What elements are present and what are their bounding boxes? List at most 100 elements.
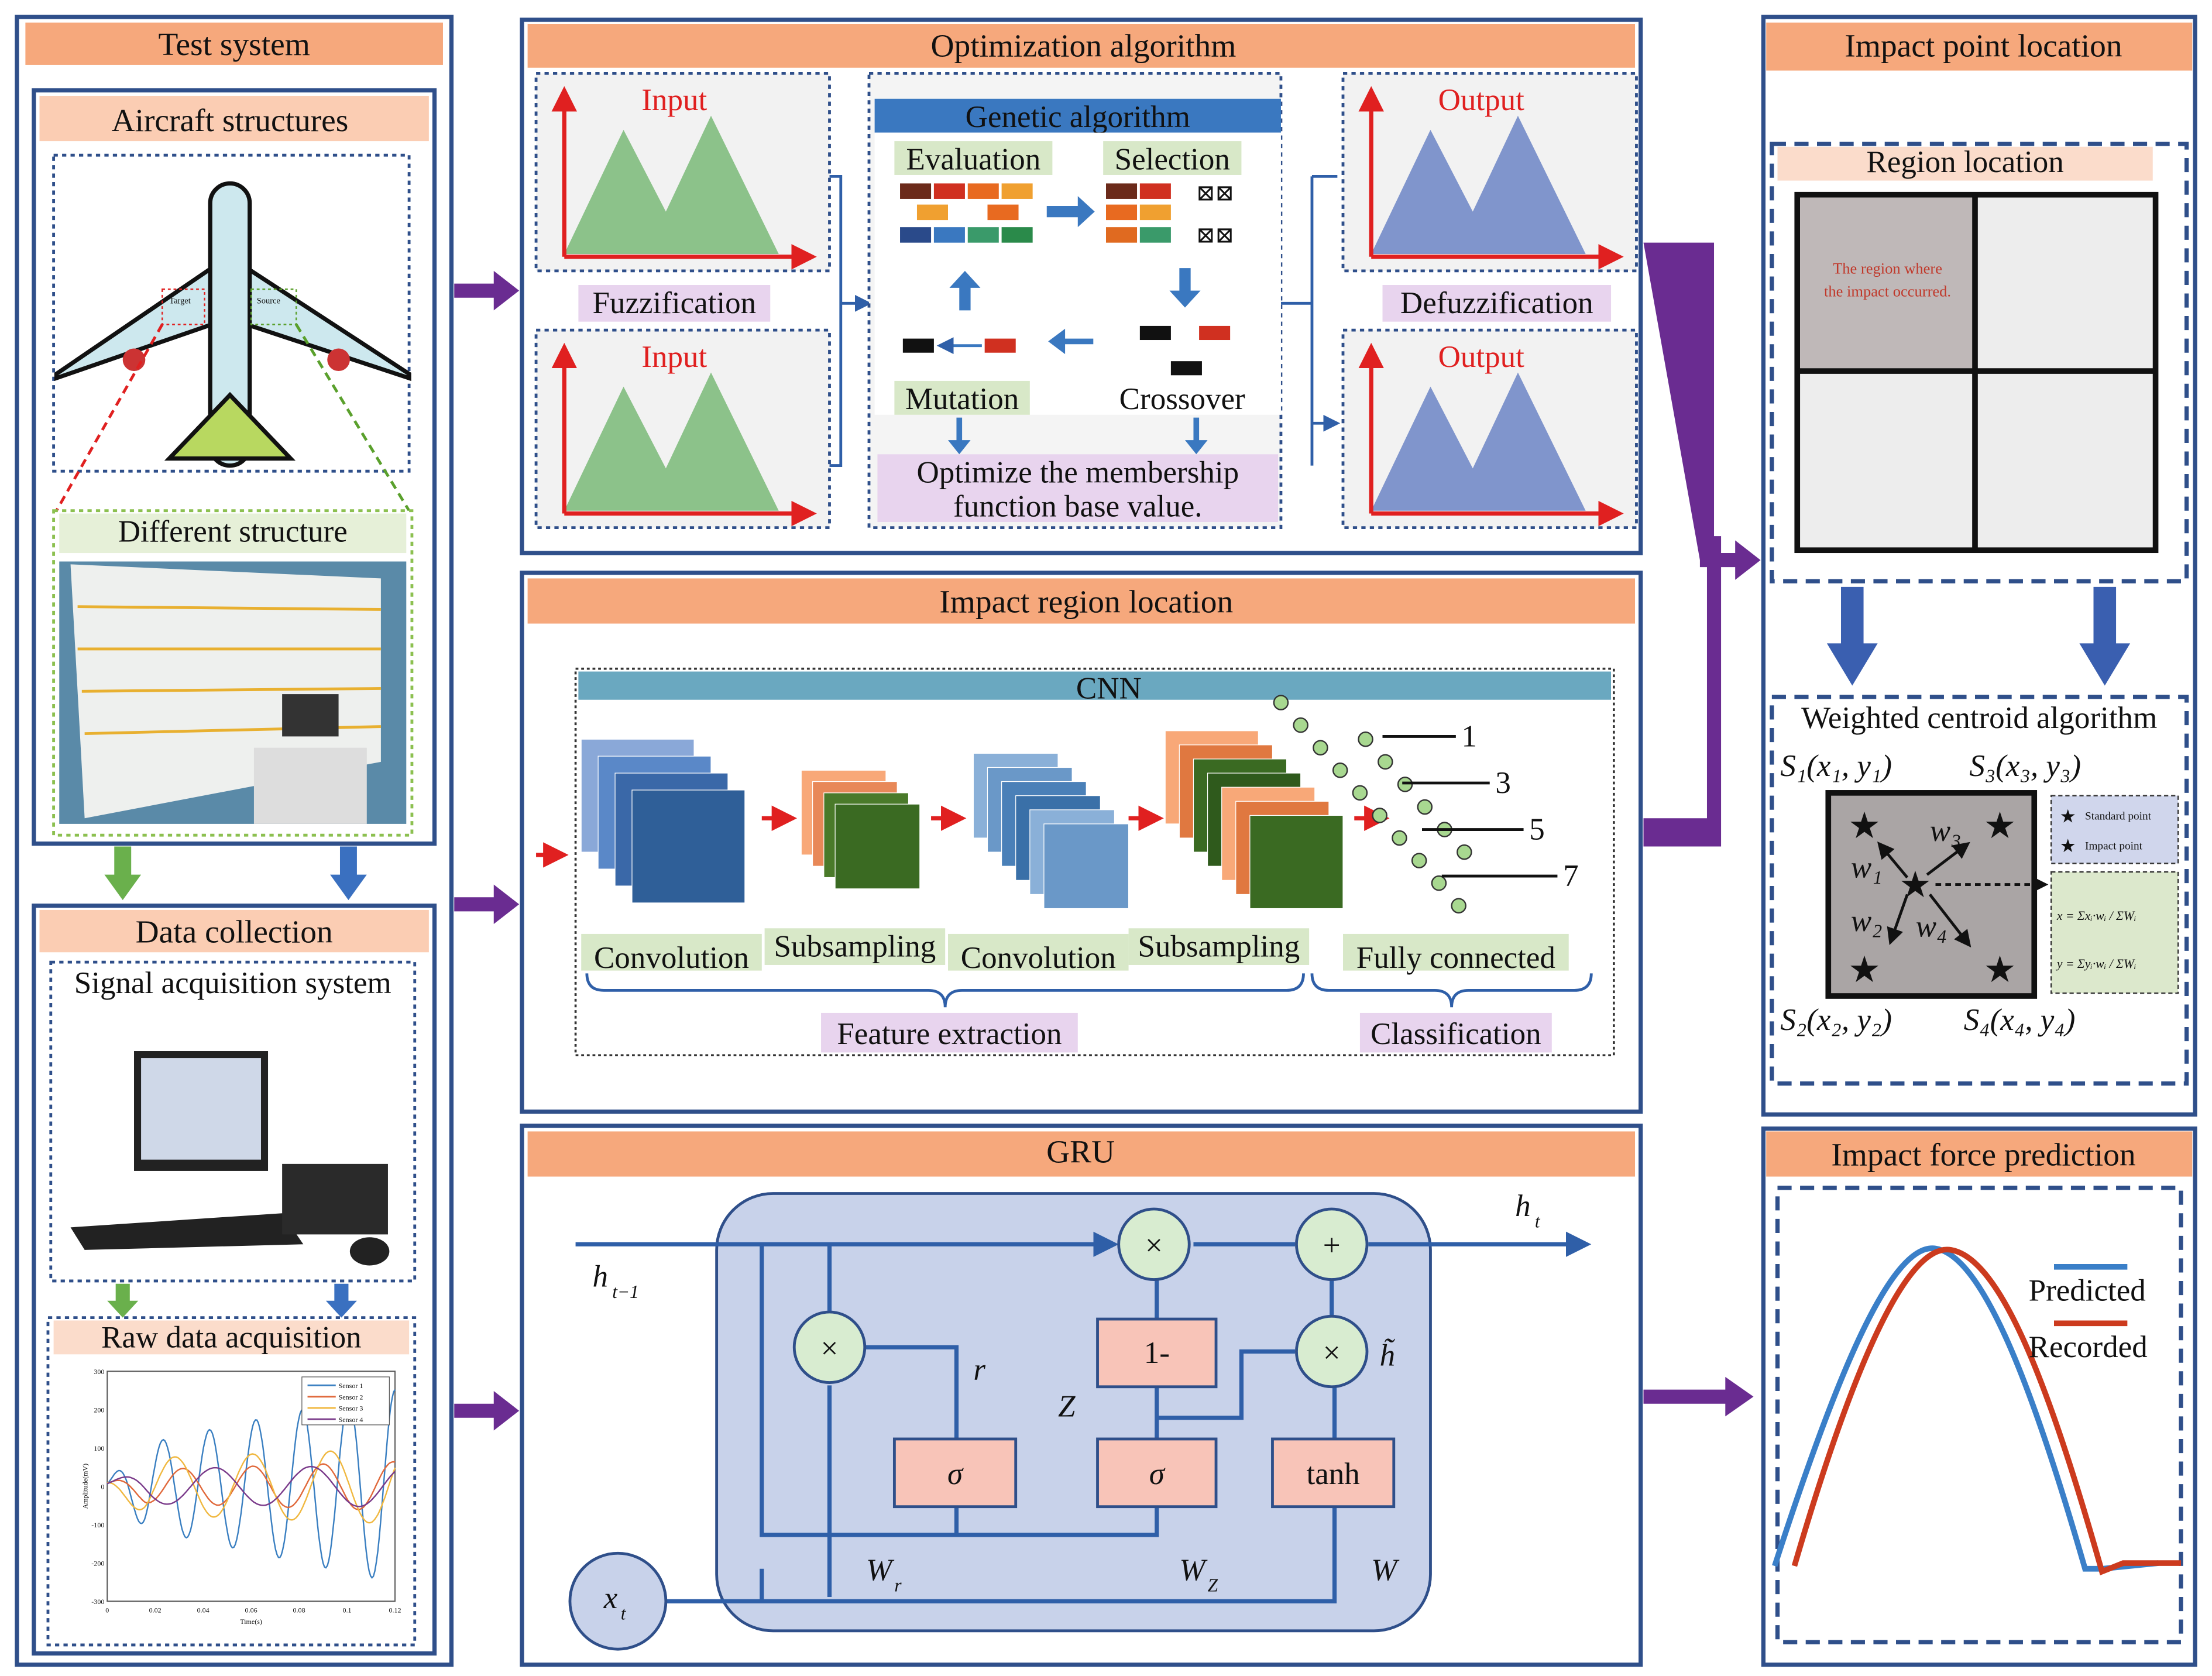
optimization-panel: Optimization algorithm InputInputOutputO…: [520, 18, 1643, 555]
r-t-label: r: [973, 1353, 985, 1387]
output-label: Output: [1438, 340, 1525, 374]
neuron: [1451, 898, 1466, 913]
cnn-layer-label: Fully connected: [1356, 941, 1555, 975]
input-label: Input: [641, 340, 707, 374]
tanh-block: tanh: [1306, 1457, 1359, 1491]
y-tick-label: -200: [91, 1560, 104, 1568]
output-label: Output: [1438, 83, 1525, 117]
defuzzification-label: Defuzzification: [1400, 286, 1593, 320]
x-tick-label: 0.04: [197, 1606, 209, 1614]
neuron: [1378, 754, 1393, 770]
membership-shape: [564, 372, 779, 511]
x-tick-label: 0.12: [389, 1606, 401, 1614]
impact-region-title: Impact region location: [939, 583, 1233, 619]
region-note-line2: the impact occurred.: [1824, 282, 1951, 300]
one-minus-block: 1-: [1144, 1336, 1170, 1370]
svg-text:★: ★: [1983, 805, 2016, 846]
z-t-label: Z: [1058, 1389, 1076, 1423]
membership-shape: [1371, 115, 1586, 254]
y-tick-label: 100: [94, 1444, 104, 1452]
legend-entry: Sensor 4: [339, 1416, 363, 1424]
cnn-layer-label: Subsampling: [1138, 930, 1300, 964]
multiply-op-reset: ×: [821, 1332, 839, 1366]
cnn-layer-label: Convolution: [594, 941, 749, 975]
w-z-label: W: [1179, 1553, 1208, 1587]
neuron: [1457, 844, 1472, 860]
legend-entry: Sensor 1: [339, 1382, 363, 1390]
svg-text:★: ★: [2060, 806, 2076, 826]
reset-gate-sigma: σ: [947, 1457, 964, 1491]
svg-text:★: ★: [1983, 949, 2016, 990]
update-gate-sigma: σ: [1149, 1457, 1166, 1491]
y-tick-label: -100: [91, 1521, 104, 1529]
y-tick-label: 300: [94, 1368, 104, 1376]
x-tick-label: 0.02: [149, 1606, 162, 1614]
multiply-op-top: ×: [1145, 1229, 1163, 1263]
sensor-series-line: [107, 1466, 396, 1507]
impact-point-title: Impact point location: [1845, 28, 2122, 63]
w-z-sub: Z: [1208, 1575, 1218, 1595]
h-tilde-label: h̃: [1380, 1338, 1396, 1372]
raw-data-title: Raw data acquisition: [101, 1320, 362, 1354]
h-t-label: h: [1515, 1189, 1531, 1223]
test-system-title: Test system: [158, 26, 310, 62]
output-class-label: 5: [1529, 812, 1545, 846]
neuron: [1392, 830, 1407, 846]
gru-panel: GRU × + × × 1- σ σ: [520, 1124, 1643, 1667]
selection-label: Selection: [1115, 142, 1230, 176]
legend-predicted: Predicted: [2029, 1274, 2146, 1308]
neuron: [1273, 695, 1289, 710]
gru-labels: h t−1 h t x t r Z h̃ W r W Z W: [593, 1189, 1541, 1623]
neuron: [1431, 875, 1447, 891]
sensor-series-line: [107, 1450, 396, 1524]
x-axis-label: Time(s): [240, 1617, 262, 1626]
s4-label: S₄(x₄, y₄): [1964, 1003, 2076, 1037]
y-tick-label: 0: [101, 1483, 104, 1491]
structure-photo: [59, 561, 407, 824]
target-label: Target: [169, 296, 190, 305]
svg-text:⊠⊠: ⊠⊠: [1196, 181, 1234, 205]
optimization-title: Optimization algorithm: [930, 28, 1236, 63]
genetic-algorithm-title: Genetic algorithm: [966, 100, 1190, 134]
x-tick-label: 0: [105, 1606, 109, 1614]
formula-y: y = Σyᵢ·wᵢ / ΣWᵢ: [2056, 957, 2137, 971]
optimize-note-line2: function base value.: [953, 489, 1202, 523]
svg-text:★: ★: [2060, 836, 2076, 856]
input-membership-box: Input: [534, 71, 831, 273]
x-tick-label: 0.08: [293, 1606, 305, 1614]
output-class-label: 7: [1563, 859, 1579, 893]
signal-acquisition-title: Signal acquisition system: [74, 966, 391, 1000]
y-tick-label: -300: [91, 1598, 104, 1606]
membership-shape: [1371, 372, 1586, 511]
w-r-sub: r: [894, 1575, 902, 1595]
legend-recorded: Recorded: [2029, 1330, 2148, 1364]
cnn-title: CNN: [1076, 671, 1142, 705]
add-op: +: [1323, 1229, 1341, 1263]
classification-label: Classification: [1371, 1017, 1541, 1051]
mutation-label: Mutation: [905, 382, 1019, 416]
w-label: W: [1371, 1553, 1400, 1587]
h-prev-label: h: [593, 1260, 609, 1294]
neuron: [1293, 717, 1308, 733]
x-t-label: x: [603, 1581, 618, 1615]
y-axis-label: Amplitude(mV): [81, 1464, 89, 1509]
neuron: [1417, 799, 1433, 815]
legend-standard-point: Standard point: [2085, 810, 2152, 823]
neuron: [1332, 763, 1348, 778]
w4-label: w₄: [1916, 910, 1947, 944]
x-tick-label: 0.1: [343, 1606, 352, 1614]
test-system-panel: Test system Aircraft structures Target S…: [15, 15, 454, 1667]
formula-x: x = Σxᵢ·wᵢ / ΣWᵢ: [2056, 909, 2137, 923]
optimize-note-line1: Optimize the membership: [916, 456, 1239, 490]
cnn-layer-label: Subsampling: [774, 930, 936, 964]
neuron: [1411, 853, 1427, 868]
chromosomes: ⊠⊠ ⊠⊠: [900, 181, 1234, 376]
flow-arrows: [454, 242, 1761, 1431]
w1-label: w₁: [1851, 851, 1883, 885]
s3-label: S₃(x₃, y₃): [1969, 749, 2081, 783]
svg-text:⊠⊠: ⊠⊠: [1196, 224, 1234, 248]
impact-point-panel: Impact point location Region location Th…: [1761, 15, 2197, 1117]
